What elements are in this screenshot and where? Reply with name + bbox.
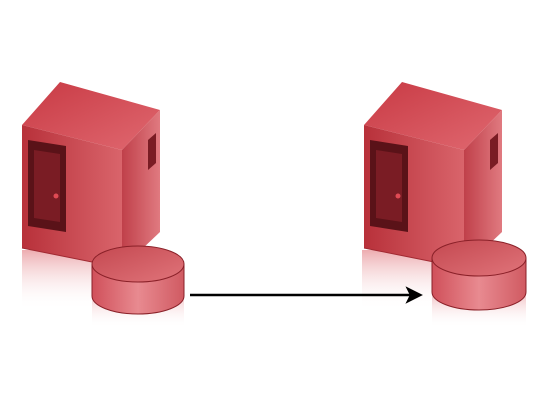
- target-database-icon: [431, 239, 527, 328]
- source-database-icon: [91, 245, 185, 328]
